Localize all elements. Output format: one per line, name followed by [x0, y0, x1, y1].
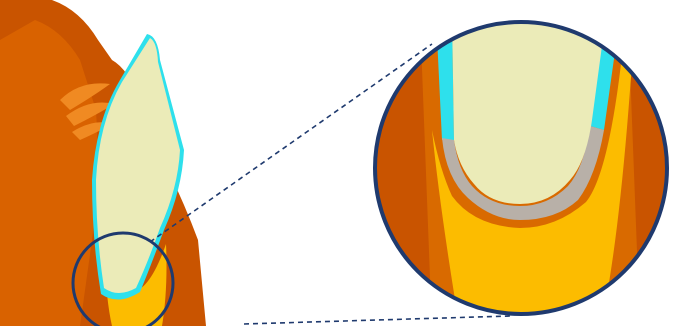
leader-line-bottom — [244, 316, 510, 324]
magnified-detail — [370, 16, 676, 326]
tooth-overview — [0, 0, 206, 326]
